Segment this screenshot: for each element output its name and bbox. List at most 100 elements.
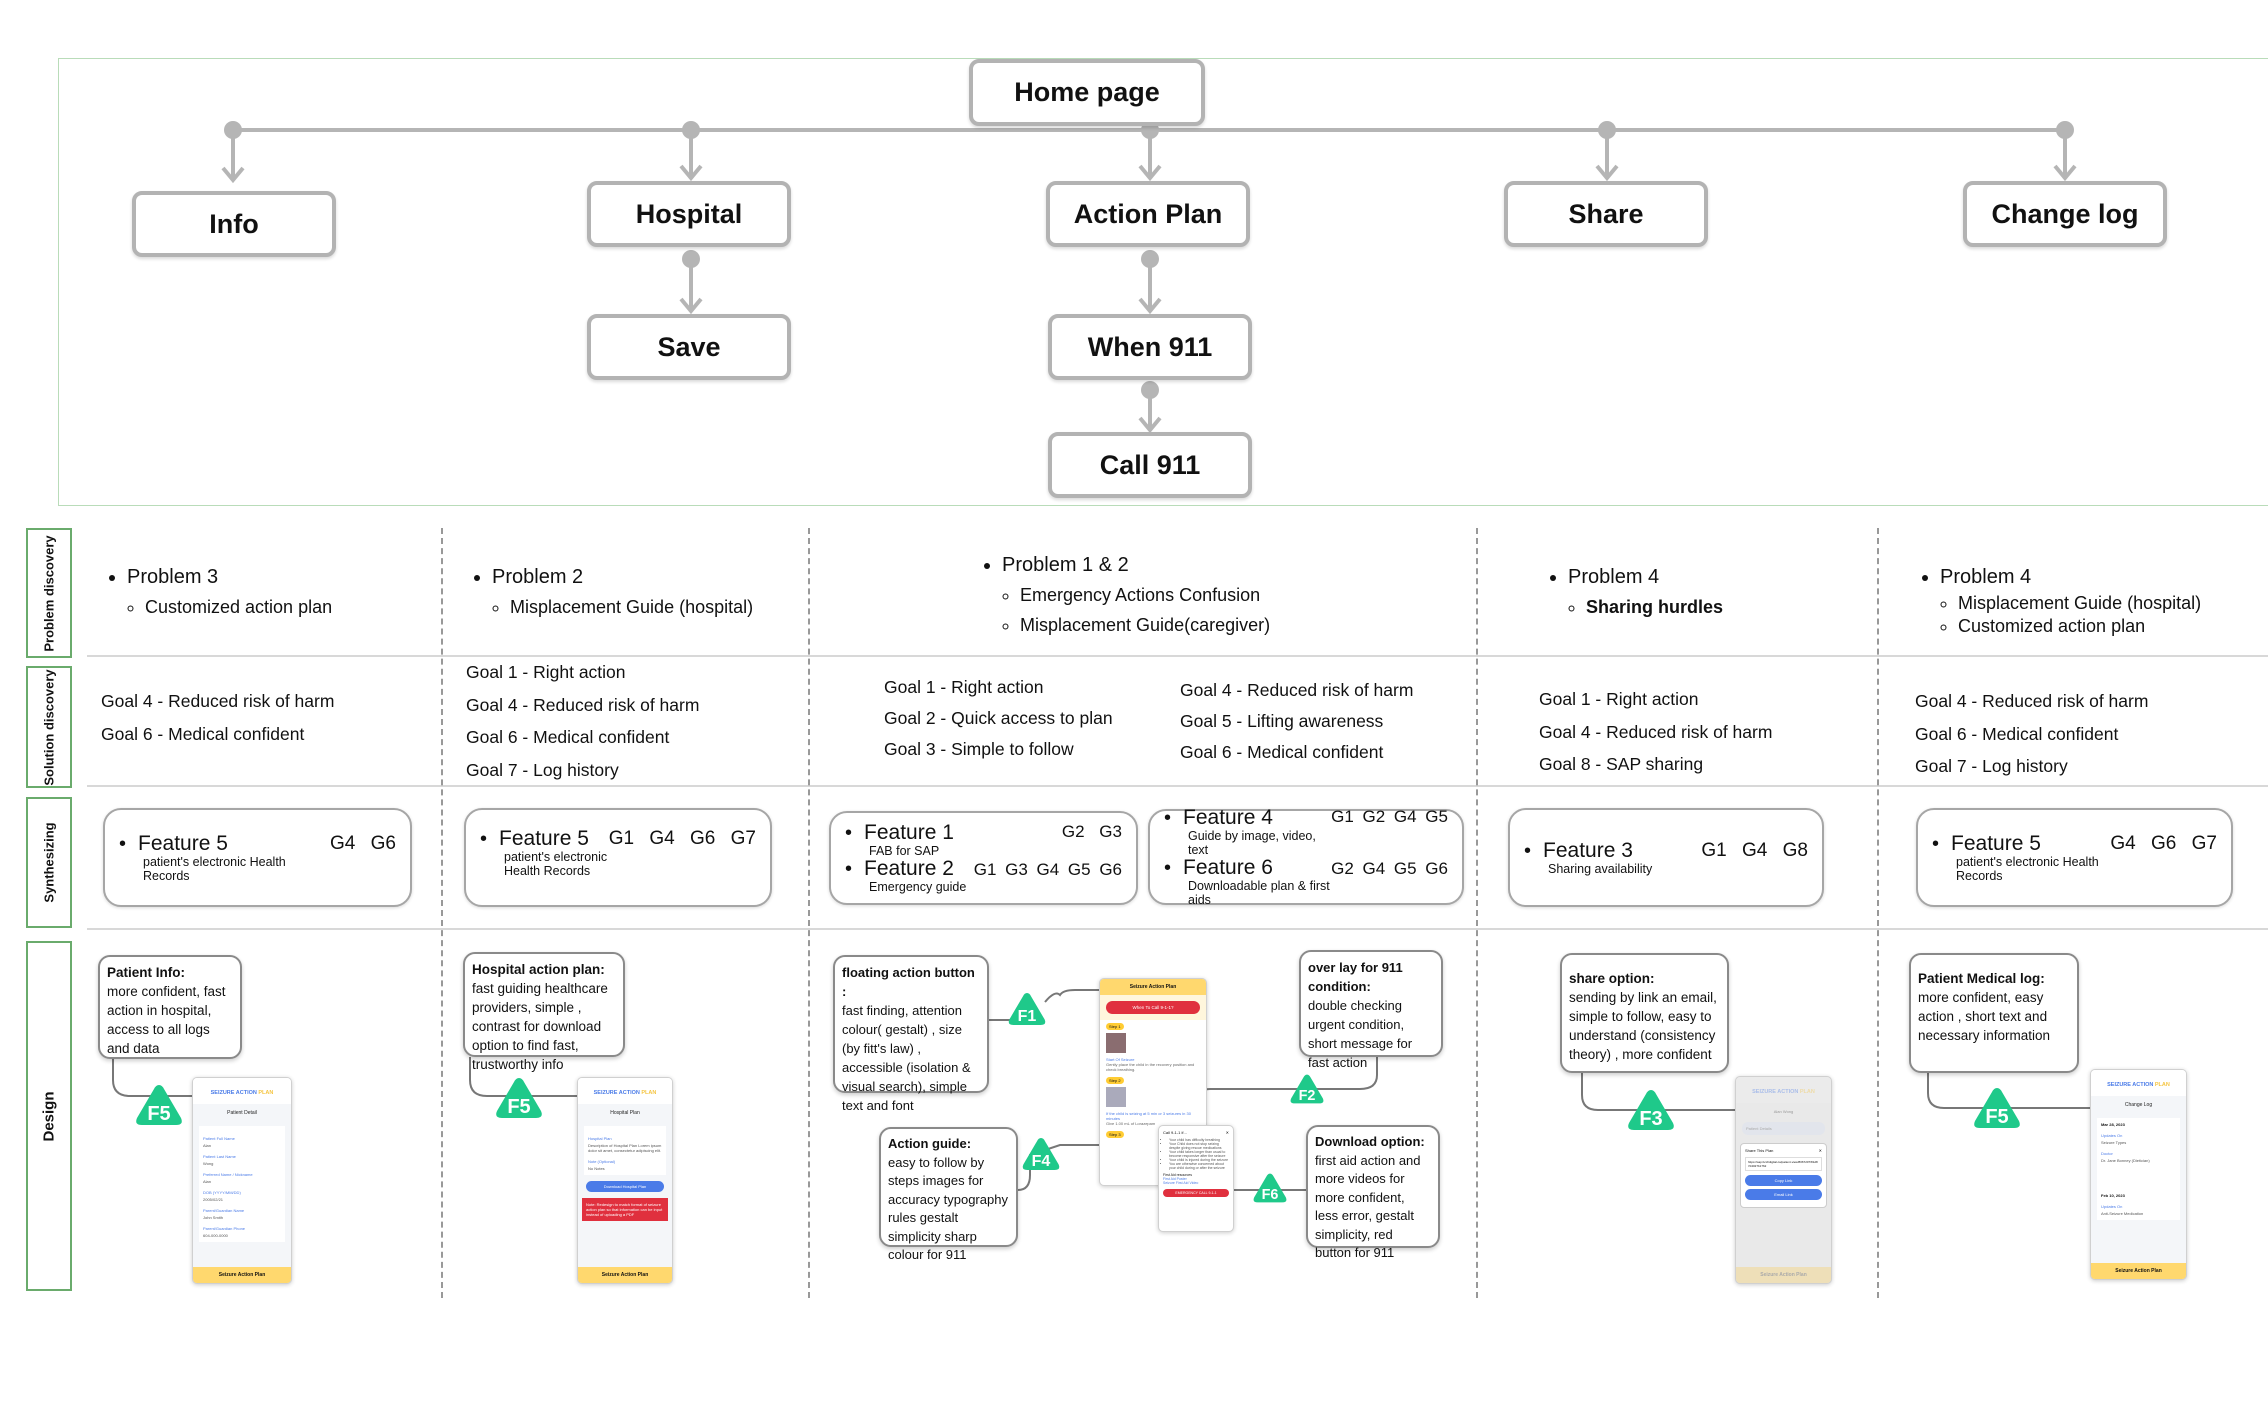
- problem-item: Customized action plan: [1958, 615, 2201, 638]
- feature-title: Feature 6: [1164, 857, 1331, 879]
- node-dot: [224, 121, 242, 139]
- step-image: [1106, 1033, 1126, 1053]
- node-save: Save: [587, 314, 791, 380]
- callout-body: easy to follow by steps images for accur…: [888, 1154, 1008, 1263]
- goal-item: Goal 2 - Quick access to plan: [884, 708, 1113, 728]
- callout-body: fast guiding healthcare providers, simpl…: [472, 981, 608, 1072]
- feature-badge-f6: F6: [1253, 1173, 1287, 1203]
- when-to-call-911-button[interactable]: When To Call 9-1-1?: [1106, 1001, 1200, 1014]
- goal-codes: G1 G4 G6 G7: [608, 828, 756, 849]
- node-dot: [1141, 250, 1159, 268]
- svg-text:F4: F4: [1032, 1153, 1051, 1170]
- problem-title: Problem 1 & 2: [1002, 550, 1270, 580]
- problem-item: Misplacement Guide (hospital): [1958, 592, 2201, 615]
- feature-title: Feature 2: [845, 858, 966, 880]
- feature-desc: Emergency guide: [869, 880, 967, 894]
- goal-item: Goal 4 - Reduced risk of harm: [1915, 691, 2149, 711]
- goal-item: Goal 6 - Medical confident: [466, 727, 670, 747]
- close-icon[interactable]: ✕: [1818, 1148, 1822, 1153]
- feature-desc: patient's electronic Health Records: [143, 854, 286, 883]
- goal-item: Goal 8 - SAP sharing: [1539, 754, 1704, 774]
- feature-badge-f4: F4: [1022, 1138, 1060, 1170]
- goal-item: Goal 4 - Reduced risk of harm: [466, 694, 700, 715]
- feature-desc: Guide by image, video, text: [1188, 829, 1316, 857]
- goal-codes: G4 G6 G7: [2110, 832, 2217, 854]
- goal-codes: G1 G4 G8: [1701, 839, 1808, 861]
- callout-overlay-911: over lay for 911 condition:double checki…: [1299, 950, 1443, 1070]
- resources-heading: First Aid resources: [1163, 1173, 1192, 1177]
- step-title: If the child is seizing at 5 min or 3 se…: [1106, 1111, 1191, 1121]
- column-divider: [1476, 528, 1478, 1298]
- sap-footer-button[interactable]: Seizure Action Plan: [2091, 1263, 2186, 1279]
- feature-title: Feature 1: [845, 822, 954, 844]
- svg-text:F3: F3: [1639, 1108, 1662, 1130]
- callout-share-option: share option:sending by link an email, s…: [1560, 953, 1729, 1073]
- sap-footer-button[interactable]: Seizure Action Plan: [578, 1267, 672, 1283]
- callout-heading: share option:: [1569, 971, 1655, 986]
- feature-desc: patient's electronic Health Records: [504, 850, 608, 878]
- feature-title: Feature 5: [1932, 832, 2110, 855]
- svg-text:F6: F6: [1262, 1187, 1279, 1203]
- email-link-button[interactable]: Email Link: [1745, 1189, 1822, 1200]
- copy-link-button[interactable]: Copy Link: [1745, 1175, 1822, 1186]
- sap-header[interactable]: Seizure Action Plan: [1100, 979, 1206, 995]
- problem-item: Sharing hurdles: [1586, 592, 1723, 622]
- callout-body: double checking urgent condition, short …: [1308, 998, 1413, 1070]
- problem-title: Problem 4: [1568, 562, 1723, 592]
- step-title: Start Of Seizure: [1106, 1057, 1135, 1062]
- node-call-911: Call 911: [1048, 432, 1252, 498]
- callout-body: fast finding, attention colour( gestalt)…: [842, 1003, 971, 1113]
- feature-badge-f5: F5: [496, 1078, 542, 1118]
- download-hospital-plan-button[interactable]: Download Hospital Plan: [586, 1181, 664, 1192]
- patient-details-item: Patient Details: [1742, 1122, 1825, 1135]
- node-hospital: Hospital: [587, 181, 791, 247]
- screen-title: Patient Detail: [227, 1110, 257, 1116]
- feature-desc: Downloadable plan & first aids: [1188, 879, 1330, 907]
- sap-footer-button[interactable]: Seizure Action Plan: [1736, 1267, 1831, 1283]
- problem-title: Problem 4: [1940, 562, 2201, 592]
- row-label-synthesizing: Synthesizing: [26, 797, 72, 928]
- feature-badge-f3: F3: [1628, 1090, 1674, 1130]
- share-link-field[interactable]: https://sap.bcchdigital.ca/patient-view/…: [1745, 1157, 1822, 1171]
- sap-footer-button[interactable]: Seizure Action Plan: [193, 1267, 291, 1283]
- goal-codes: G2 G3: [1061, 822, 1122, 841]
- goal-item: Goal 3 - Simple to follow: [884, 739, 1074, 759]
- callout-heading: floating action button :: [842, 965, 975, 999]
- close-icon[interactable]: ✕: [1225, 1130, 1229, 1135]
- node-home-page: Home page: [969, 59, 1205, 126]
- node-dot: [682, 250, 700, 268]
- first-aid-poster-link[interactable]: First Aid Poster: [1163, 1177, 1187, 1181]
- node-dot: [1141, 381, 1159, 399]
- callout-download-option: Download option:first aid action and mor…: [1306, 1125, 1440, 1260]
- callout-heading: Hospital action plan:: [472, 962, 605, 977]
- step-badge: Step 2: [1106, 1077, 1124, 1084]
- column-divider: [808, 528, 810, 1298]
- goal-item: Goal 7 - Log history: [1915, 756, 2068, 776]
- phone-change-log: SEIZURE ACTION PLAN Change Log Mar 28, 2…: [2090, 1069, 2187, 1280]
- goal-item: Goal 1 - Right action: [1539, 689, 1699, 709]
- problem-col-share: Problem 4Sharing hurdles: [1546, 562, 1723, 622]
- row-label-problem-discovery: Problem discovery: [26, 528, 72, 658]
- step-badge: Step 3: [1106, 1131, 1124, 1138]
- emergency-call-button[interactable]: EMERGENCY CALL 9-1-1: [1163, 1189, 1229, 1197]
- row-divider: [87, 785, 2268, 787]
- node-share: Share: [1504, 181, 1708, 247]
- svg-text:F5: F5: [1985, 1106, 2008, 1128]
- share-modal: Share This Plan✕ https://sap.bcchdigital…: [1740, 1143, 1827, 1208]
- feature-desc: patient's electronic Health Records: [1956, 854, 2099, 883]
- goal-item: Goal 6 - Medical confident: [1180, 742, 1384, 762]
- callout-medical-log: Patient Medical log:more confident, easy…: [1909, 953, 2079, 1073]
- first-aid-video-link[interactable]: Seizure First Aid Video: [1163, 1181, 1199, 1185]
- problem-item: Misplacement Guide (hospital): [510, 592, 753, 622]
- column-divider: [1877, 528, 1879, 1298]
- goal-item: Goal 5 - Lifting awareness: [1180, 711, 1384, 731]
